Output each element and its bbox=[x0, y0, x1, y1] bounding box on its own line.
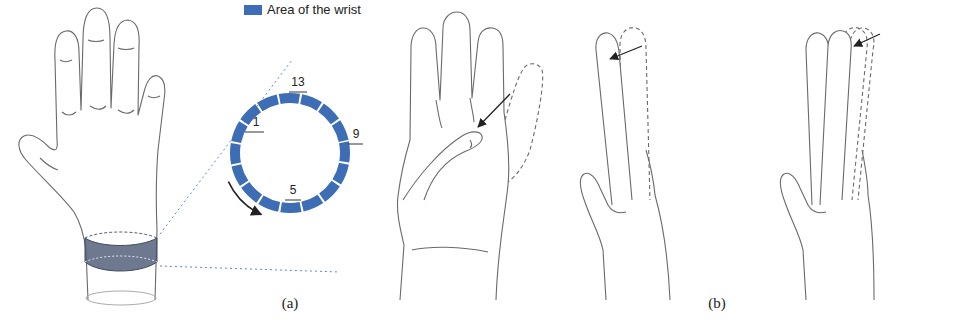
callout-number: 13 bbox=[291, 76, 304, 90]
illustration-part bbox=[40, 158, 58, 170]
callout-number: 9 bbox=[353, 128, 360, 142]
legend-entry: Area of the wrist bbox=[244, 2, 361, 17]
illustration-part bbox=[470, 140, 472, 148]
illustration-part bbox=[348, 144, 363, 145]
illustration-part bbox=[646, 150, 670, 300]
hand-side bbox=[580, 28, 670, 300]
illustration-part bbox=[397, 12, 508, 300]
illustration-part bbox=[289, 92, 307, 93]
panel-label: (b) bbox=[708, 295, 726, 312]
illustration-part bbox=[412, 247, 488, 252]
illustration-part bbox=[505, 64, 543, 182]
hand-side bbox=[780, 28, 874, 300]
illustration-part bbox=[580, 173, 608, 300]
direction-arrow bbox=[228, 182, 261, 215]
illustration-part bbox=[245, 132, 264, 133]
illustration-part bbox=[403, 132, 482, 200]
illustration-part bbox=[808, 205, 826, 213]
motion-arrow bbox=[478, 94, 510, 127]
illustration-part bbox=[780, 173, 808, 300]
motion-arrow bbox=[610, 46, 642, 59]
hand-palm bbox=[397, 12, 542, 300]
zoom-line bbox=[160, 60, 340, 272]
illustration-part bbox=[85, 238, 157, 271]
illustration-part bbox=[862, 150, 874, 300]
leader-line bbox=[245, 92, 363, 200]
motion-arrow bbox=[854, 34, 880, 46]
wrist-band bbox=[85, 232, 157, 305]
illustration-part bbox=[608, 205, 626, 213]
illustration-part bbox=[85, 232, 157, 238]
wrist-ring bbox=[225, 88, 354, 217]
illustration-part bbox=[86, 291, 156, 305]
illustration-part bbox=[285, 200, 301, 201]
illustration-part bbox=[820, 31, 851, 205]
illustration-part bbox=[85, 256, 157, 262]
legend-swatch bbox=[244, 5, 262, 15]
illustration-part bbox=[596, 33, 632, 205]
panel-label: (a) bbox=[282, 295, 299, 312]
callout-number: 1 bbox=[253, 116, 260, 130]
legend-text: Area of the wrist bbox=[267, 2, 361, 17]
hand-back bbox=[19, 8, 165, 300]
illustration-part bbox=[160, 266, 340, 272]
illustration-part bbox=[19, 8, 165, 300]
illustration-part bbox=[60, 40, 160, 98]
illustration-part bbox=[436, 98, 474, 128]
illustration-part bbox=[62, 106, 134, 115]
callout-number: 5 bbox=[290, 184, 297, 198]
